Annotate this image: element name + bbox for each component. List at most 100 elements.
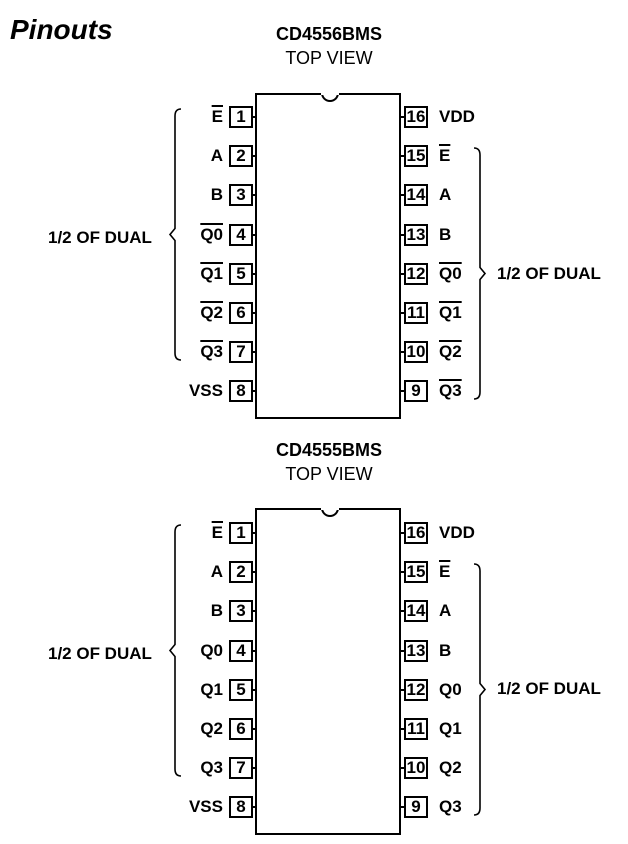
- pin-signal-label: Q1: [200, 264, 223, 283]
- pin-lead: [401, 571, 404, 573]
- pin-lead: [253, 689, 255, 691]
- pin-number-box: 6: [229, 302, 253, 324]
- pin-number-box: 5: [229, 263, 253, 285]
- right-group-brace: [473, 147, 487, 400]
- pin-signal-label: Q3: [439, 381, 462, 400]
- pin-signal-label: B: [210, 601, 223, 620]
- pin-lead: [253, 571, 255, 573]
- pin-lead: [401, 610, 404, 612]
- pin-signal-label: VSS: [188, 797, 223, 816]
- pin-signal-label: Q2: [439, 342, 462, 361]
- pin-lead: [401, 650, 404, 652]
- pin-number-box: 10: [404, 757, 428, 779]
- pin-lead: [401, 728, 404, 730]
- pin-number-box: 15: [404, 561, 428, 583]
- pin-lead: [253, 650, 255, 652]
- pin1-notch: [321, 508, 339, 517]
- pin-signal-label: E: [439, 562, 451, 581]
- pin-signal-label: E: [211, 107, 223, 126]
- pin-number-box: 14: [404, 184, 428, 206]
- pin-signal-label: Q0: [439, 264, 462, 283]
- pin-number-box: 12: [404, 679, 428, 701]
- pin-lead: [253, 351, 255, 353]
- pin-signal-label: A: [210, 562, 223, 581]
- pin-lead: [401, 273, 404, 275]
- pin-number-box: 11: [404, 302, 428, 324]
- left-group-brace: [168, 108, 182, 361]
- pin-signal-label: A: [210, 146, 223, 165]
- pin-lead: [401, 312, 404, 314]
- pin-number-box: 8: [229, 796, 253, 818]
- pin-lead: [253, 234, 255, 236]
- pin-signal-label: Q2: [200, 303, 223, 322]
- pin-signal-label: Q1: [439, 303, 462, 322]
- pin-signal-label: Q1: [200, 680, 223, 699]
- pin-lead: [401, 234, 404, 236]
- pin-number-box: 2: [229, 145, 253, 167]
- pin-number-box: 9: [404, 380, 428, 402]
- pin-number-box: 3: [229, 600, 253, 622]
- pin-signal-label: Q3: [200, 758, 223, 777]
- pin-number-box: 1: [229, 106, 253, 128]
- page-heading: Pinouts: [10, 14, 113, 45]
- pin-signal-label: Q2: [200, 719, 223, 738]
- pin-lead: [253, 273, 255, 275]
- pin-number-box: 6: [229, 718, 253, 740]
- ic-package-body: [255, 508, 401, 835]
- pin-signal-label: Q0: [439, 680, 462, 699]
- pin-lead: [401, 390, 404, 392]
- pin-number-box: 2: [229, 561, 253, 583]
- pin-number-box: 4: [229, 224, 253, 246]
- left-group-label: 1/2 OF DUAL: [48, 644, 152, 663]
- right-group-brace: [473, 563, 487, 816]
- pin-number-box: 3: [229, 184, 253, 206]
- pin-number-box: 16: [404, 106, 428, 128]
- pin-number-box: 11: [404, 718, 428, 740]
- pin-lead: [401, 155, 404, 157]
- pin1-notch: [321, 93, 339, 102]
- pin-signal-label: Q2: [439, 758, 462, 777]
- right-group-label: 1/2 OF DUAL: [497, 264, 601, 283]
- pin-signal-label: E: [211, 523, 223, 542]
- pin-signal-label: VSS: [188, 381, 223, 400]
- pin-number-box: 7: [229, 341, 253, 363]
- pin-lead: [401, 116, 404, 118]
- pin-number-box: 13: [404, 224, 428, 246]
- pin-signal-label: A: [439, 601, 452, 620]
- pin-number-box: 5: [229, 679, 253, 701]
- ic-package-body: [255, 93, 401, 419]
- pin-number-box: 1: [229, 522, 253, 544]
- right-group-label: 1/2 OF DUAL: [497, 679, 601, 698]
- pin-lead: [401, 194, 404, 196]
- pin-signal-label: B: [439, 225, 452, 244]
- pin-signal-label: Q1: [439, 719, 462, 738]
- pin-lead: [401, 806, 404, 808]
- pin-number-box: 7: [229, 757, 253, 779]
- chip-view-label: TOP VIEW: [285, 48, 373, 68]
- pin-lead: [253, 728, 255, 730]
- pin-number-box: 14: [404, 600, 428, 622]
- pin-number-box: 8: [229, 380, 253, 402]
- pin-lead: [253, 532, 255, 534]
- pin-number-box: 9: [404, 796, 428, 818]
- pin-lead: [253, 610, 255, 612]
- pin-signal-label: E: [439, 146, 451, 165]
- pin-lead: [253, 312, 255, 314]
- chip-view-label: TOP VIEW: [285, 464, 373, 484]
- pin-lead: [401, 767, 404, 769]
- pin-number-box: 12: [404, 263, 428, 285]
- pin-signal-label: Q3: [439, 797, 462, 816]
- chip-part-number: CD4555BMS: [275, 440, 383, 460]
- pin-lead: [401, 532, 404, 534]
- pin-lead: [253, 390, 255, 392]
- pin-lead: [253, 806, 255, 808]
- pin-lead: [253, 155, 255, 157]
- pin-number-box: 15: [404, 145, 428, 167]
- pin-signal-label: Q3: [200, 342, 223, 361]
- pin-lead: [253, 194, 255, 196]
- left-group-label: 1/2 OF DUAL: [48, 228, 152, 247]
- pin-lead: [253, 116, 255, 118]
- pin-signal-label: VDD: [439, 107, 475, 126]
- pin-signal-label: VDD: [439, 523, 475, 542]
- chip-part-number: CD4556BMS: [275, 24, 383, 44]
